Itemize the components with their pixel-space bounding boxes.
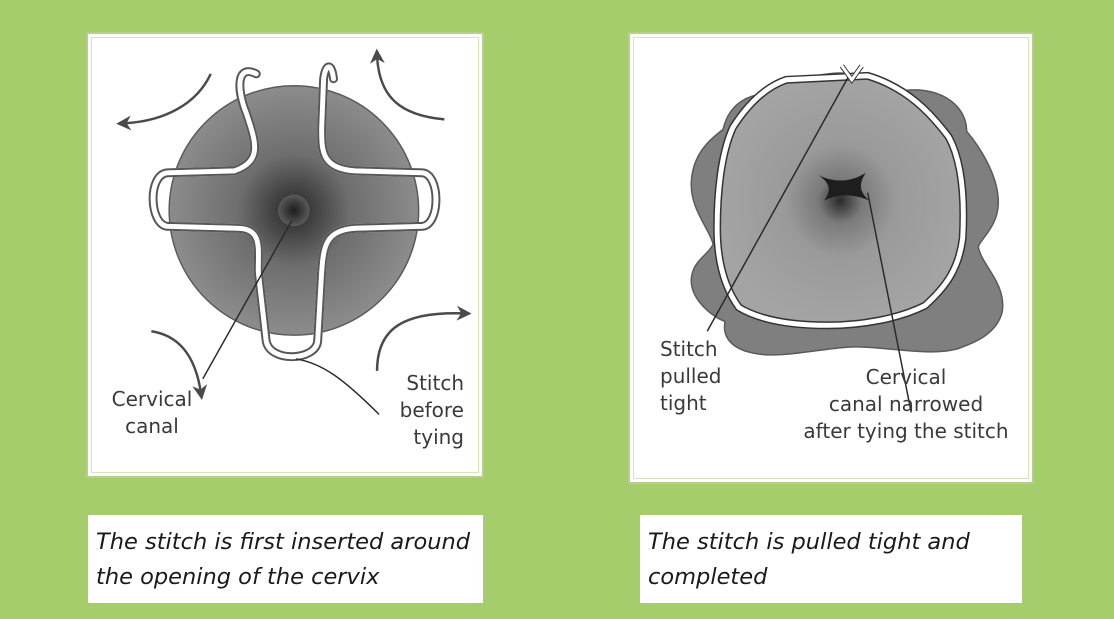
arrow-top-right xyxy=(377,56,444,119)
leader-stitch xyxy=(296,359,379,414)
caption-after-tying: The stitch is pulled tight and completed xyxy=(640,515,1022,603)
caption-before-tying: The stitch is first inserted around the … xyxy=(88,515,483,603)
label-stitch-pulled-tight: Stitch pulled tight xyxy=(660,336,740,417)
label-cervical-canal: Cervical canal xyxy=(106,386,198,440)
label-stitch-before-tying: Stitch before tying xyxy=(396,370,464,451)
arrow-bottom-right xyxy=(377,313,464,371)
cervical-opening xyxy=(278,195,310,227)
label-canal-narrowed: Cervical canal narrowed after tying the … xyxy=(786,364,1026,445)
diagram-panel-after-tying: Stitch pulled tight Cervical canal narro… xyxy=(628,32,1034,484)
diagram-panel-before-tying: Cervical canal Stitch before tying xyxy=(86,32,484,478)
arrow-bottom-left xyxy=(151,331,200,392)
arrow-top-left xyxy=(124,74,211,123)
